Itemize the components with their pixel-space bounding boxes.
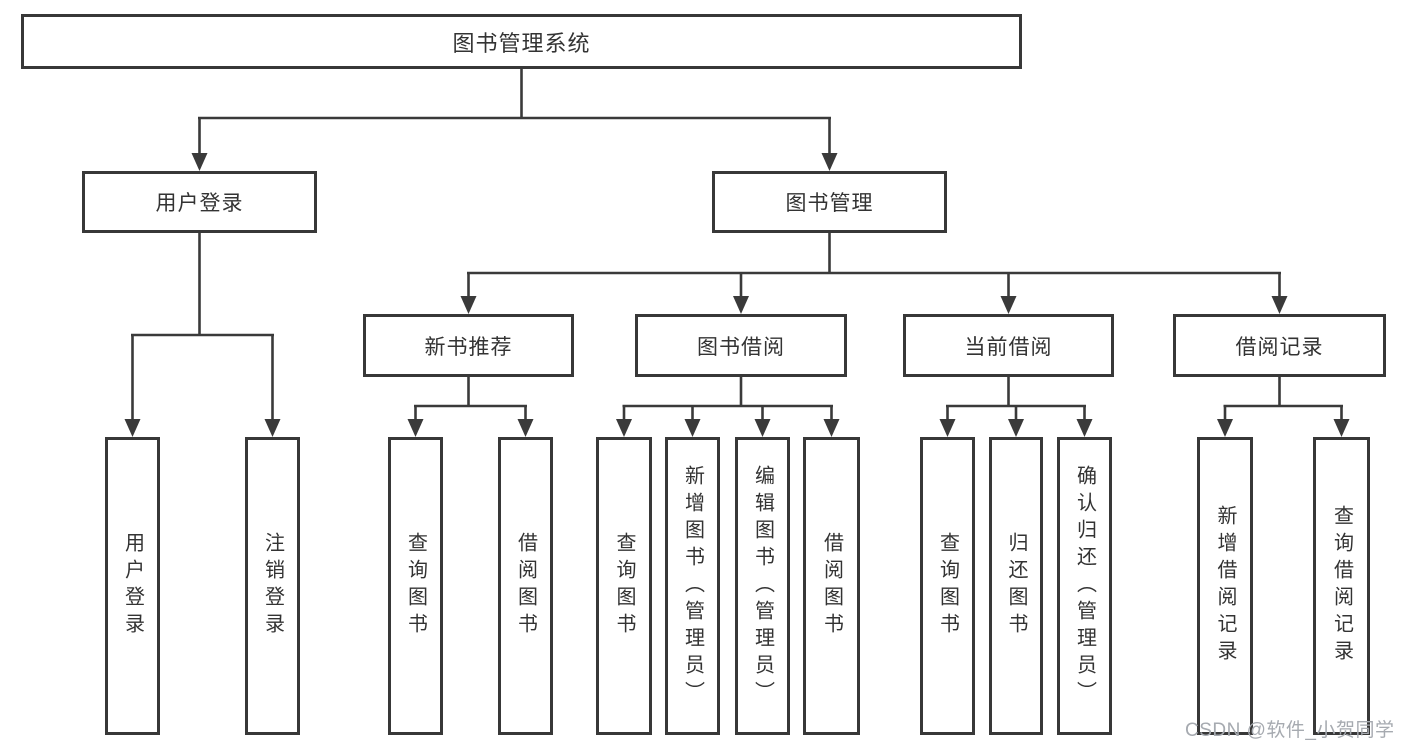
node-book-management-label: 图书管理 [785, 192, 874, 215]
leaf-query-borrow-record: 查询借阅记录 [1313, 437, 1370, 735]
node-book-borrow-label: 图书借阅 [697, 335, 785, 359]
leaf-query-books-current-label: 查询图书 [936, 532, 959, 640]
node-current-borrow: 当前借阅 [903, 314, 1114, 377]
leaf-add-books-admin: 新增图书（管理员） [665, 437, 720, 735]
csdn-watermark: CSDN @软件_小贺同学 [1185, 720, 1395, 741]
leaf-user-login-label: 用户登录 [121, 532, 144, 640]
leaf-confirm-return-admin-label: 确认归还（管理员） [1073, 464, 1096, 708]
leaf-add-books-admin-label: 新增图书（管理员） [681, 464, 704, 708]
node-user-login: 用户登录 [82, 171, 317, 233]
leaf-edit-books-admin-label: 编辑图书（管理员） [751, 464, 774, 708]
node-book-borrow: 图书借阅 [635, 314, 847, 377]
leaf-borrow-books-recommend: 借阅图书 [498, 437, 553, 735]
leaf-query-borrow-record-label: 查询借阅记录 [1330, 505, 1353, 667]
node-user-login-label: 用户登录 [155, 192, 244, 215]
leaf-add-borrow-record: 新增借阅记录 [1197, 437, 1253, 735]
leaf-logout-label: 注销登录 [261, 532, 284, 640]
node-root-label: 图书管理系统 [452, 30, 591, 56]
leaf-return-books-label: 归还图书 [1005, 532, 1027, 640]
leaf-user-login: 用户登录 [105, 437, 160, 735]
leaf-query-books-current: 查询图书 [920, 437, 975, 735]
leaf-logout: 注销登录 [245, 437, 300, 735]
leaf-edit-books-admin: 编辑图书（管理员） [735, 437, 790, 735]
leaf-return-books: 归还图书 [989, 437, 1043, 735]
node-borrow-records: 借阅记录 [1173, 314, 1386, 377]
leaf-borrow-books-recommend-label: 借阅图书 [514, 532, 537, 640]
leaf-borrow-books: 借阅图书 [803, 437, 860, 735]
leaf-borrow-books-label: 借阅图书 [820, 532, 843, 640]
node-root: 图书管理系统 [21, 14, 1022, 69]
node-new-book-recommend: 新书推荐 [363, 314, 574, 377]
leaf-query-books-borrow-label: 查询图书 [613, 532, 635, 640]
node-book-management: 图书管理 [712, 171, 947, 233]
leaf-query-books-recommend: 查询图书 [388, 437, 443, 735]
node-borrow-records-label: 借阅记录 [1235, 335, 1324, 359]
node-new-book-recommend-label: 新书推荐 [424, 335, 513, 359]
leaf-confirm-return-admin: 确认归还（管理员） [1057, 437, 1112, 735]
leaf-add-borrow-record-label: 新增借阅记录 [1214, 505, 1236, 667]
leaf-query-books-recommend-label: 查询图书 [404, 532, 427, 640]
node-current-borrow-label: 当前借阅 [964, 335, 1053, 359]
leaf-query-books-borrow: 查询图书 [596, 437, 652, 735]
